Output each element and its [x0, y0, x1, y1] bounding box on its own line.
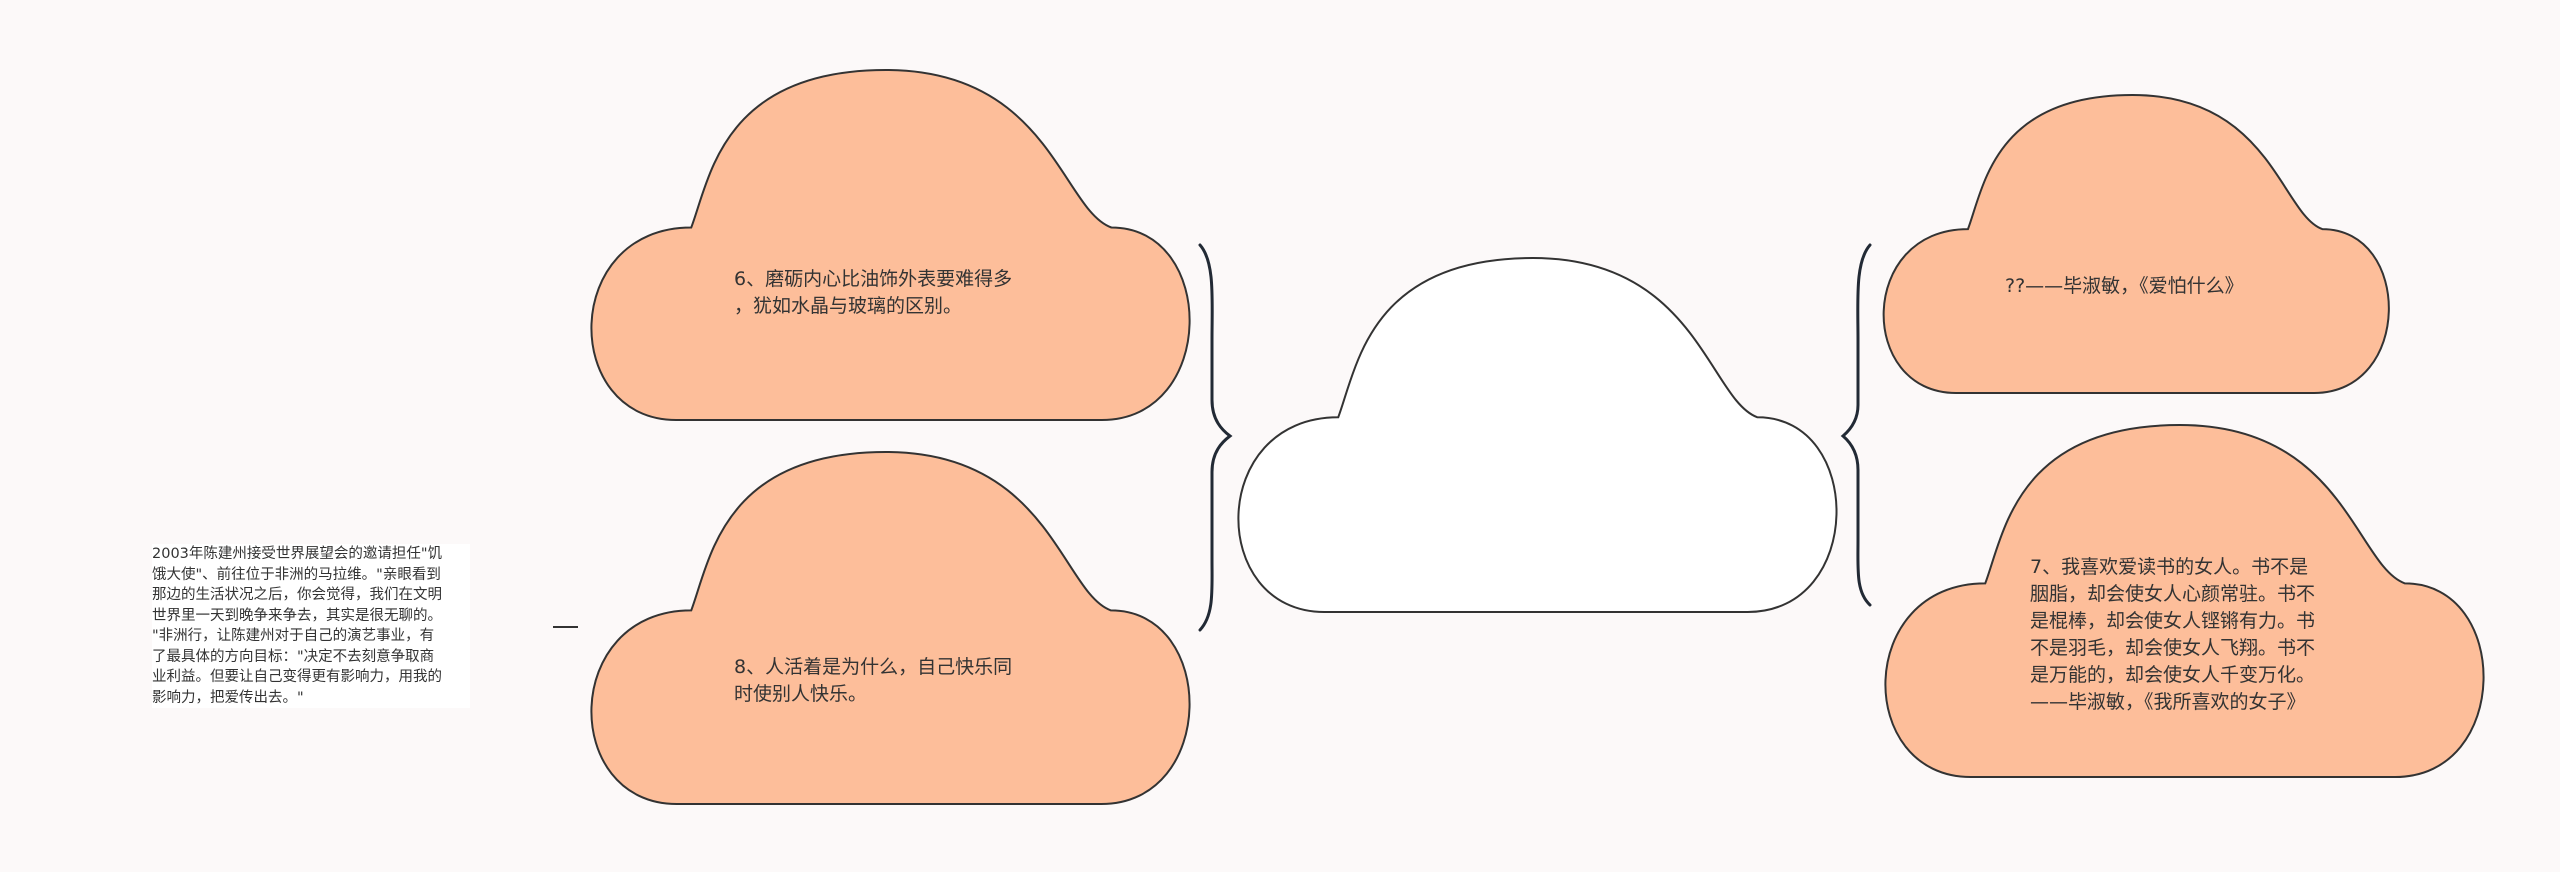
- cloud-outline: [1884, 423, 2485, 778]
- branch-text-aipa-shenme: ??——毕淑敏，《爱怕什么》: [2005, 275, 2244, 297]
- center-topic-cloud[interactable]: [1237, 256, 1838, 613]
- left-brace-connector: [1198, 243, 1233, 632]
- cloud-outline: [590, 68, 1191, 421]
- cloud-outline: [590, 450, 1191, 805]
- branch-text-8: 8、人活着是为什么，自己快乐同 时使别人快乐。: [734, 656, 1013, 705]
- branch-text-6: 6、磨砺内心比油饰外表要难得多 ，犹如水晶与玻璃的区别。: [734, 268, 1013, 317]
- note-text: 2003年陈建州接受世界展望会的邀请担任"饥 饿大使"、前往位于非洲的马拉维。"…: [152, 544, 470, 708]
- cloud-outline: [1882, 93, 2390, 394]
- branch-cloud-aipa-shenme[interactable]: [1882, 93, 2390, 394]
- right-brace-connector: [1840, 243, 1872, 607]
- branch-cloud-7[interactable]: [1884, 423, 2485, 778]
- center-topic-text: 毕淑敏的经典语录:磨砺内心比油饰外表要难得多: [1372, 451, 1688, 508]
- cloud-outline: [1237, 256, 1838, 613]
- branch-text-7: 7、我喜欢爱读书的女人。书不是 胭脂，却会使女人心颜常驻。书不 是棍棒，却会使女…: [2030, 556, 2316, 713]
- branch-cloud-6[interactable]: [590, 68, 1191, 421]
- branch-cloud-8[interactable]: [590, 450, 1191, 805]
